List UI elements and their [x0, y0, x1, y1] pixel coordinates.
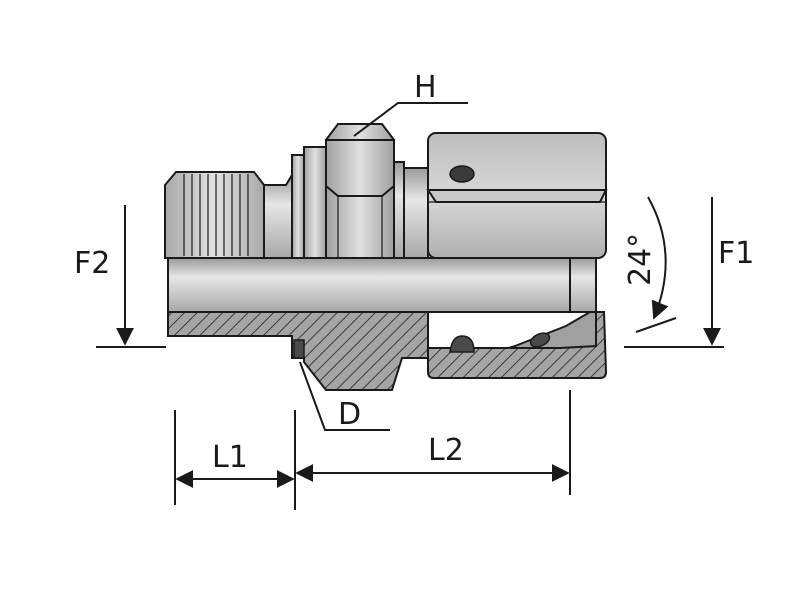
- label-l2: L2: [428, 433, 464, 468]
- angle-indicator: [635, 196, 677, 333]
- threaded-stud: [164, 171, 293, 259]
- lock-hole-icon: [449, 165, 475, 183]
- section-view: [167, 311, 608, 391]
- bore: [167, 257, 597, 313]
- body-neck: [393, 161, 429, 259]
- dimension-l1-l2: [174, 390, 571, 510]
- hex-body: [325, 123, 395, 259]
- label-h: H: [414, 70, 437, 105]
- label-f1: F1: [718, 236, 754, 271]
- label-f2: F2: [74, 246, 110, 281]
- leader-h: [353, 102, 468, 137]
- label-l1: L1: [212, 440, 248, 475]
- label-d: D: [338, 397, 361, 432]
- leader-d: [299, 361, 390, 431]
- label-angle: 24°: [623, 233, 658, 286]
- swivel-nut: [426, 132, 608, 259]
- dimension-f2: [96, 205, 166, 348]
- o-ring-seal: [449, 332, 551, 353]
- dimension-f1: [624, 197, 724, 348]
- body-collar: [291, 146, 327, 259]
- seal-ring-d: [293, 339, 305, 359]
